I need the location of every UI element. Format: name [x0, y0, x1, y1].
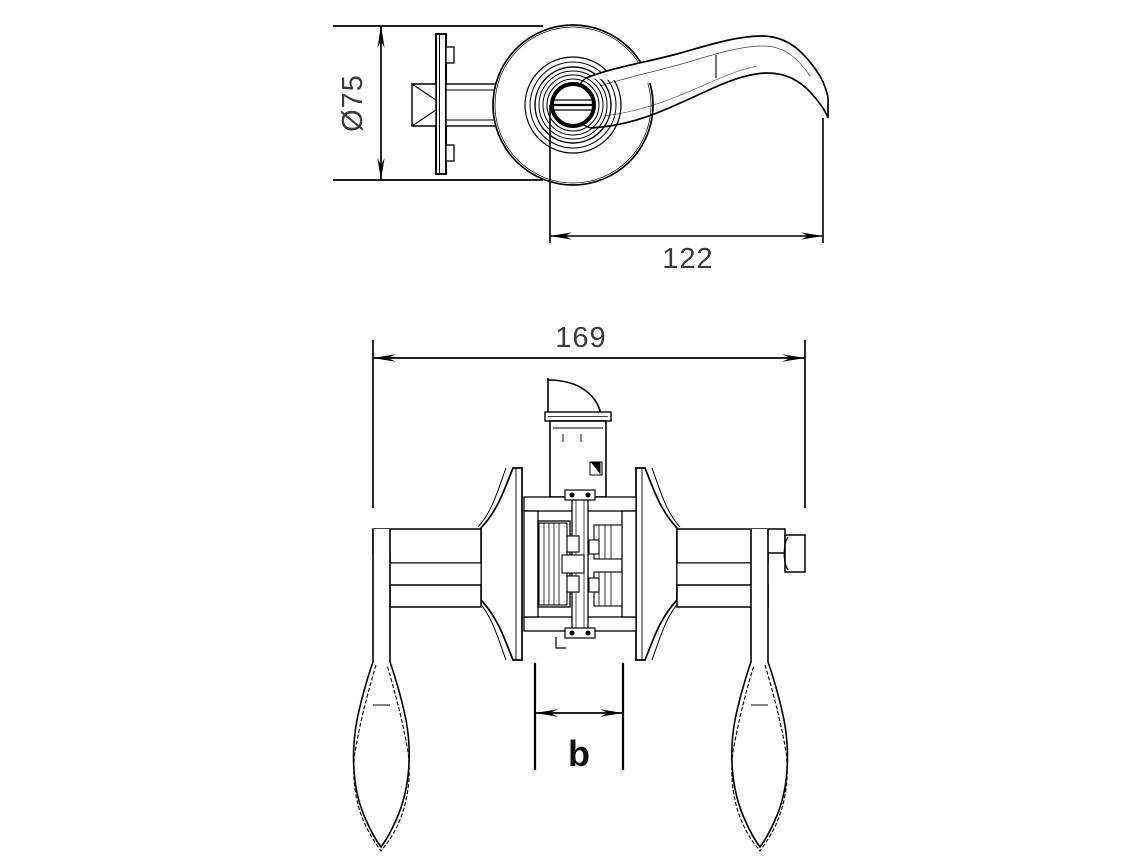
mechanism-left: [537, 520, 585, 608]
spindle-center: [550, 82, 596, 128]
lever-left-section: [352, 528, 482, 852]
arrowhead-left-122: [550, 232, 572, 240]
dimension-label-dia75: Ø75: [337, 74, 369, 132]
lever-left-blade: [352, 529, 410, 849]
lever-highlight-1: [599, 45, 811, 87]
rose-hub-ring-2: [546, 78, 600, 132]
lever-right-blade: [731, 529, 789, 849]
retainer-top: [564, 489, 596, 501]
rose-left-flare-top: [477, 467, 507, 528]
arrowhead-right-169: [782, 354, 805, 362]
latch-column-section: [544, 378, 612, 498]
arrowhead-left-169: [373, 354, 396, 362]
cam-right-bottom: [588, 577, 600, 593]
faceplate-lug-top: [445, 46, 455, 64]
dimension-label-b: b: [568, 733, 590, 774]
retainer-pin-top-right: [585, 492, 591, 498]
cam-right-top: [588, 539, 600, 555]
rose-right-flare-top: [651, 467, 681, 528]
rose-left-section: [477, 467, 523, 661]
dimension-dia75: Ø75: [333, 25, 543, 181]
rose-hub-ring: [542, 74, 604, 136]
rose-inner-ring-2: [538, 70, 608, 140]
lever-top-edge: [585, 35, 829, 98]
latch-notch-frame: [589, 461, 603, 476]
lever-right-blade-inner: [731, 664, 788, 852]
retainers: [555, 489, 596, 649]
lever-right-endcap-arc: [783, 536, 789, 571]
rose-outer-circle-inner: [494, 26, 652, 184]
arrowhead-left-b: [535, 709, 558, 717]
latch-notch: [590, 462, 601, 475]
retainer-bottom: [564, 627, 596, 639]
dimension-label-169: 169: [555, 322, 606, 354]
chassis-wall-right: [621, 510, 637, 618]
latch-faceplate: [435, 33, 447, 175]
faceplate-lug-bottom: [445, 144, 455, 162]
dimension-122: 122: [549, 105, 824, 275]
chassis-wall-left: [523, 510, 539, 618]
dimension-label-122: 122: [662, 243, 713, 275]
rose-mid-circle: [524, 56, 622, 154]
arrowhead-right-122: [801, 232, 823, 240]
lever-handle-side: [572, 35, 829, 129]
cam-left-bottom: [566, 575, 580, 593]
rose-inner-ring: [534, 66, 612, 144]
latch-barrel-section: [549, 420, 607, 498]
retainer-pin-bottom-left: [569, 630, 575, 636]
lever-right-section: [676, 528, 806, 852]
retainer-pin-top-left: [569, 492, 575, 498]
retainer-tab: [555, 637, 566, 649]
rose-mid-circle-2: [529, 61, 617, 149]
lever-left-blade-inner: [353, 664, 410, 852]
rose-right-section: [635, 467, 681, 661]
retainer-pin-bottom-right: [585, 630, 591, 636]
latch-bolt-bevel: [411, 83, 437, 127]
dimension-b: b: [533, 663, 625, 774]
section-view-group: 169: [352, 322, 806, 852]
latch-bolt: [411, 83, 437, 127]
cam-left-top: [566, 535, 580, 553]
lever-left-lower: [389, 584, 482, 608]
side-view-group: Ø75: [333, 24, 829, 275]
lever-bottom-edge: [590, 72, 829, 129]
mechanism-right: [588, 524, 623, 607]
arrowhead-down: [377, 158, 385, 180]
hub-left: [561, 554, 585, 574]
arrowhead-right-b: [600, 709, 623, 717]
lever-left-mid: [389, 562, 482, 586]
dimension-169: 169: [372, 322, 806, 508]
lever-highlight-2: [603, 65, 758, 117]
lever-right-endcap: [784, 534, 806, 573]
arrowhead-up: [377, 26, 385, 48]
